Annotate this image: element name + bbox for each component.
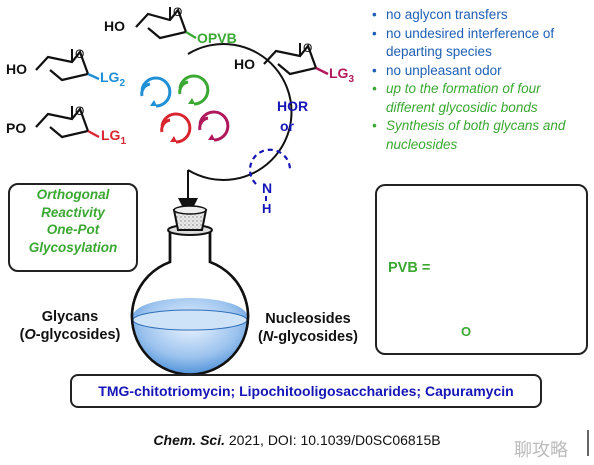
targets-box: TMG-chitotriomycin; Lipochitooligosaccha… xyxy=(70,374,542,408)
orthogonal-line: Orthogonal xyxy=(36,187,110,202)
benefit-item: no aglycon transfers xyxy=(372,6,590,25)
ring-oxygen: O xyxy=(75,104,84,118)
orthogonal-line: One-Pot xyxy=(46,222,100,237)
pvb-box xyxy=(375,184,588,355)
benefit-item: no undesired interference of departing s… xyxy=(372,25,590,62)
nucleosides-subtitle: (N-glycosides) xyxy=(258,329,358,345)
orthogonal-line: Reactivity xyxy=(41,204,105,220)
orthogonal-line: Glycosylation xyxy=(28,239,118,255)
acceptor: HOR or N H xyxy=(248,98,308,216)
sugar-lg2-ho: HO xyxy=(6,61,27,77)
watermark: 聊攻略 xyxy=(514,440,568,461)
glycans-label: Glycans (O-glycosides) xyxy=(10,308,130,344)
citation-journal: Chem. Sci. xyxy=(153,432,225,448)
glycans-subtitle: (O-glycosides) xyxy=(19,327,121,343)
sugar-lg1-label: LG1 xyxy=(101,127,126,147)
sugar-lg1-po: PO xyxy=(6,120,26,136)
citation: Chem. Sci. 2021, DOI: 10.1039/D0SC06815B xyxy=(0,432,594,448)
pvb-oxygen: O xyxy=(461,324,472,339)
cycle-blue xyxy=(140,76,172,108)
sugar-top-opvb: OPVB xyxy=(197,30,237,46)
sugar-lg3: HO O LG3 xyxy=(234,41,354,85)
citation-doi: 2021, DOI: 10.1039/D0SC06815B xyxy=(225,432,441,448)
ring-oxygen: O xyxy=(303,41,312,55)
benefits-list: no aglycon transfers no undesired interf… xyxy=(372,6,590,154)
sugar-lg3-label: LG3 xyxy=(329,65,354,85)
acceptor-n: N xyxy=(262,180,272,196)
sugar-lg3-ho: HO xyxy=(234,56,255,72)
acceptor-h: H xyxy=(262,201,271,216)
acceptor-or: or xyxy=(280,118,295,134)
benefit-item: no unpleasant odor xyxy=(372,62,590,81)
ring-oxygen: O xyxy=(173,5,182,19)
one-pot-arc xyxy=(187,43,293,181)
benefit-item: up to the formation of four different gl… xyxy=(372,80,590,117)
ring-oxygen: O xyxy=(75,47,84,61)
sugar-top-ho: HO xyxy=(104,18,125,34)
benefit-item: Synthesis of both glycans and nucleoside… xyxy=(372,117,590,154)
sugar-opvb: HO O OPVB xyxy=(104,5,237,46)
sugar-lg1: PO O LG1 xyxy=(6,104,126,147)
sugar-lg2: HO O LG2 xyxy=(6,47,125,89)
orthogonal-box: Orthogonal Reactivity One-Pot Glycosylat… xyxy=(8,183,138,272)
cycle-magenta xyxy=(198,110,230,142)
sugar-lg2-label: LG2 xyxy=(100,69,125,89)
glycans-title: Glycans xyxy=(41,309,99,325)
acceptor-hor: HOR xyxy=(277,98,308,114)
nucleosides-title: Nucleosides xyxy=(265,311,351,327)
acceptor-dashed-ring xyxy=(248,148,292,185)
round-bottom-flask xyxy=(130,205,250,376)
nucleosides-label: Nucleosides (N-glycosides) xyxy=(244,310,372,346)
cycle-green xyxy=(178,74,210,106)
pvb-label: PVB = xyxy=(388,260,431,276)
cycle-red xyxy=(160,112,192,144)
